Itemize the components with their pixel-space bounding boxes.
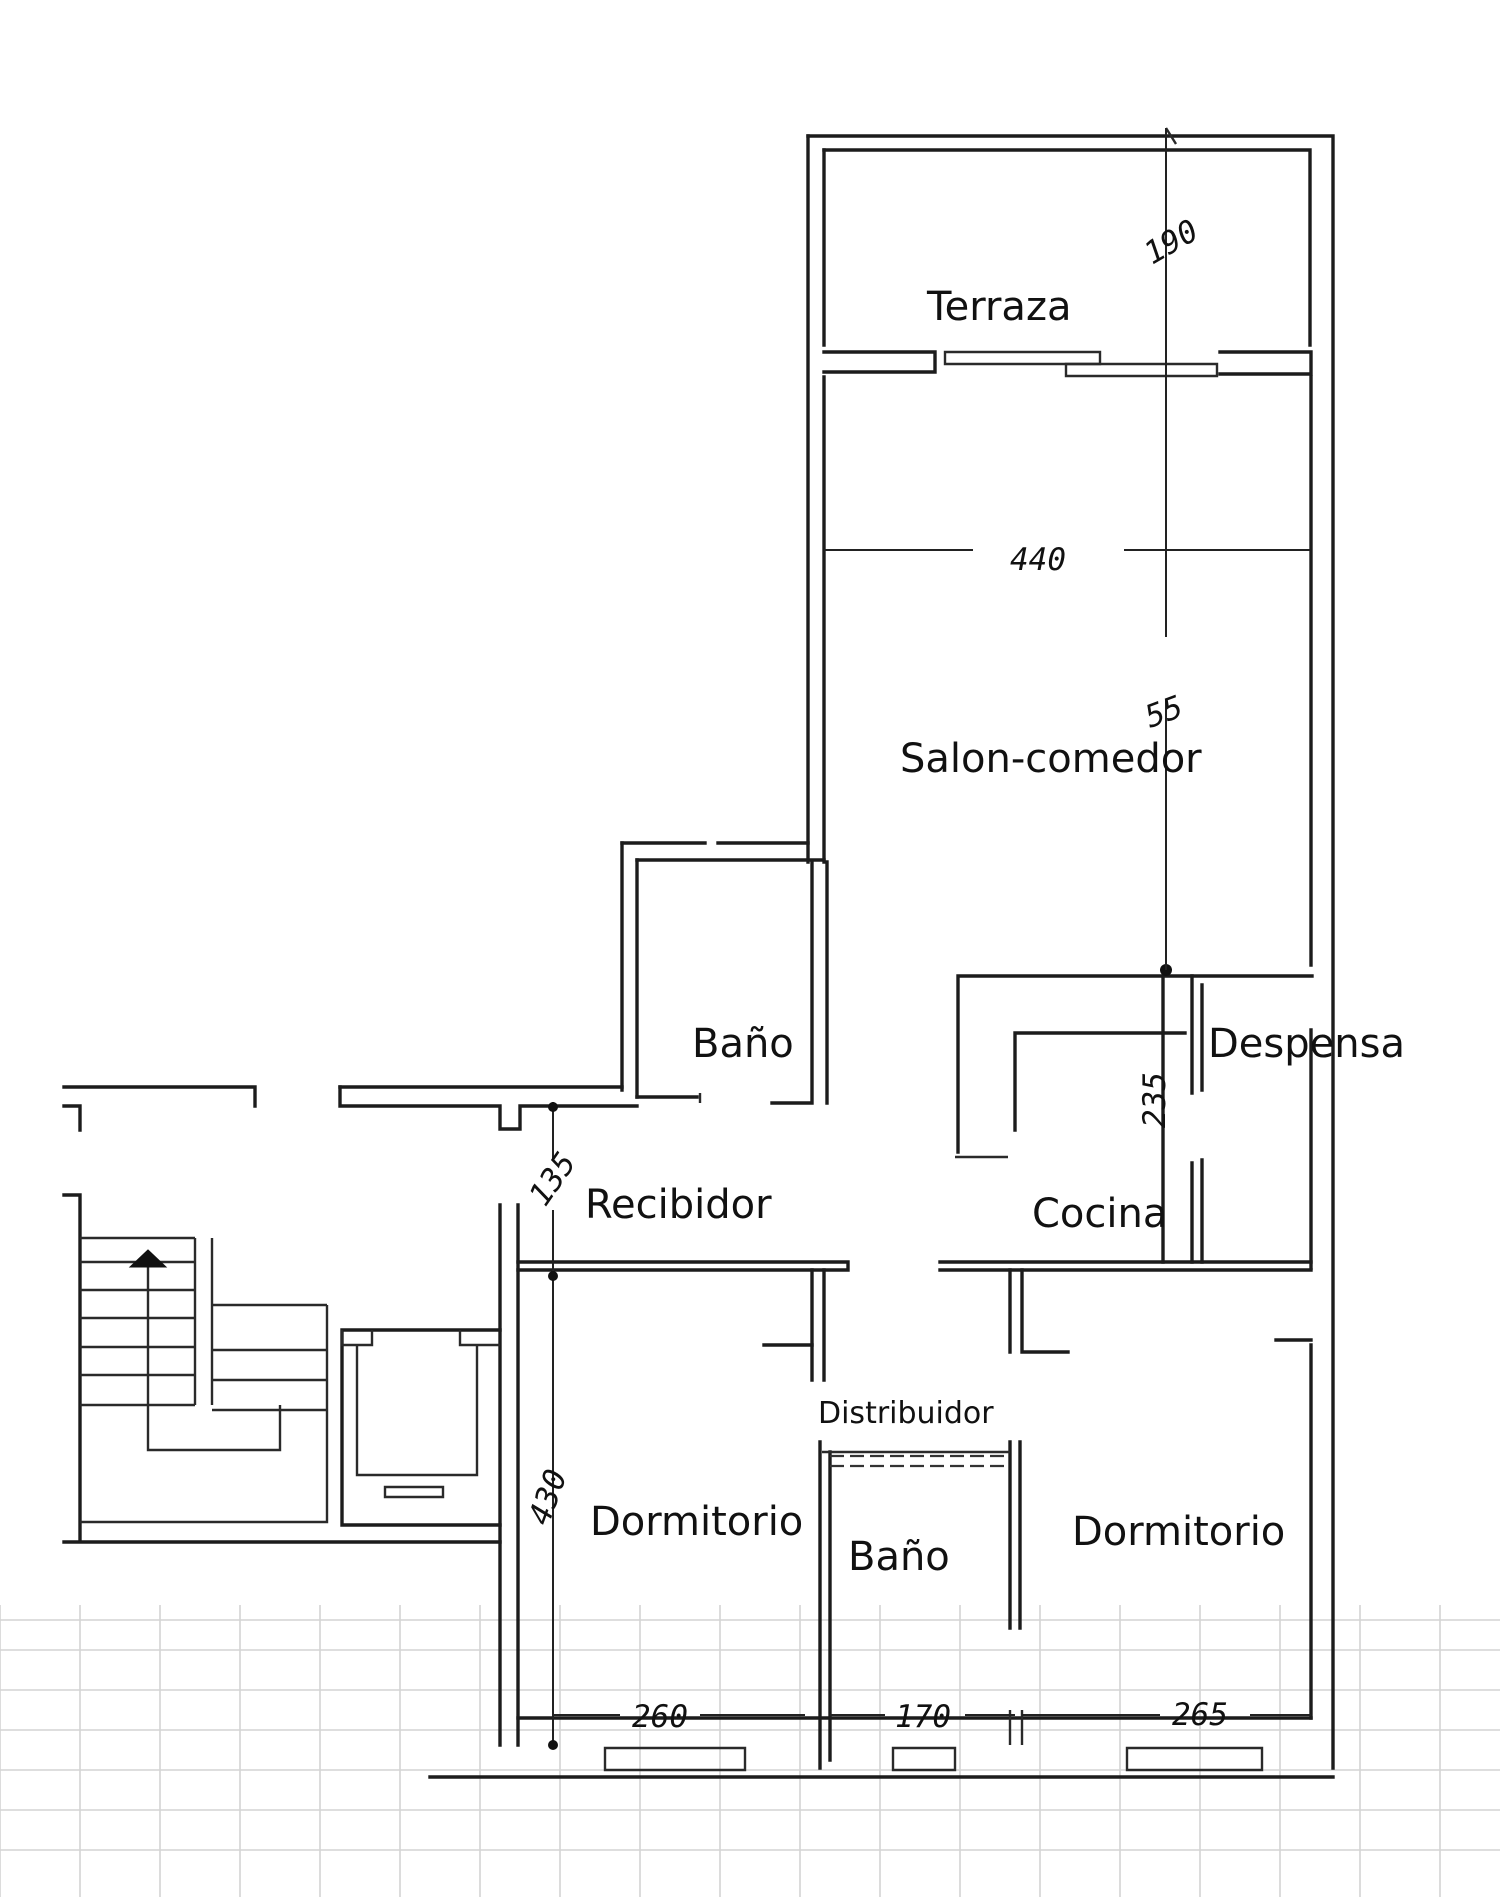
bano-lower-walls xyxy=(818,1440,1022,1770)
scan-noise xyxy=(0,1605,1500,1897)
room-label-dormitorio-left: Dormitorio xyxy=(590,1499,803,1545)
corridor-walls xyxy=(62,1085,639,1747)
dim-dormitorio-left-width: 260 xyxy=(632,1699,688,1735)
dim-terraza-depth: 190 xyxy=(1138,213,1204,272)
elevator-shaft xyxy=(340,1328,502,1527)
dim-recibidor-depth: 135 xyxy=(522,1146,584,1213)
room-label-recibidor: Recibidor xyxy=(585,1182,772,1228)
room-label-bano-upper: Baño xyxy=(692,1021,794,1067)
room-label-dormitorio-right: Dormitorio xyxy=(1072,1509,1285,1555)
dim-cocina-depth: 235 xyxy=(1137,1072,1173,1128)
dim-dormitorio-right-width: 265 xyxy=(1172,1697,1228,1733)
outer-walls xyxy=(428,134,1335,1779)
room-label-cocina: Cocina xyxy=(1032,1191,1167,1237)
room-label-distribuidor: Distribuidor xyxy=(818,1396,994,1431)
dimension-lines xyxy=(548,128,1311,1750)
dim-dormitorio-depth: 430 xyxy=(522,1465,575,1530)
room-label-despensa: Despensa xyxy=(1208,1021,1405,1067)
room-label-bano-lower: Baño xyxy=(848,1534,950,1580)
kitchen-counter xyxy=(955,964,1314,1264)
room-label-salon-comedor: Salon-comedor xyxy=(900,736,1202,782)
middle-walls xyxy=(516,1260,1313,1382)
dim-bano-width: 170 xyxy=(895,1699,951,1735)
dim-salon-depth: 55 xyxy=(1140,689,1187,736)
bano-upper-walls xyxy=(620,841,829,1105)
terraza-doors xyxy=(822,127,1313,378)
staircase xyxy=(80,1236,329,1524)
room-label-terraza: Terraza xyxy=(926,284,1071,330)
dim-salon-width: 440 xyxy=(1010,542,1066,578)
